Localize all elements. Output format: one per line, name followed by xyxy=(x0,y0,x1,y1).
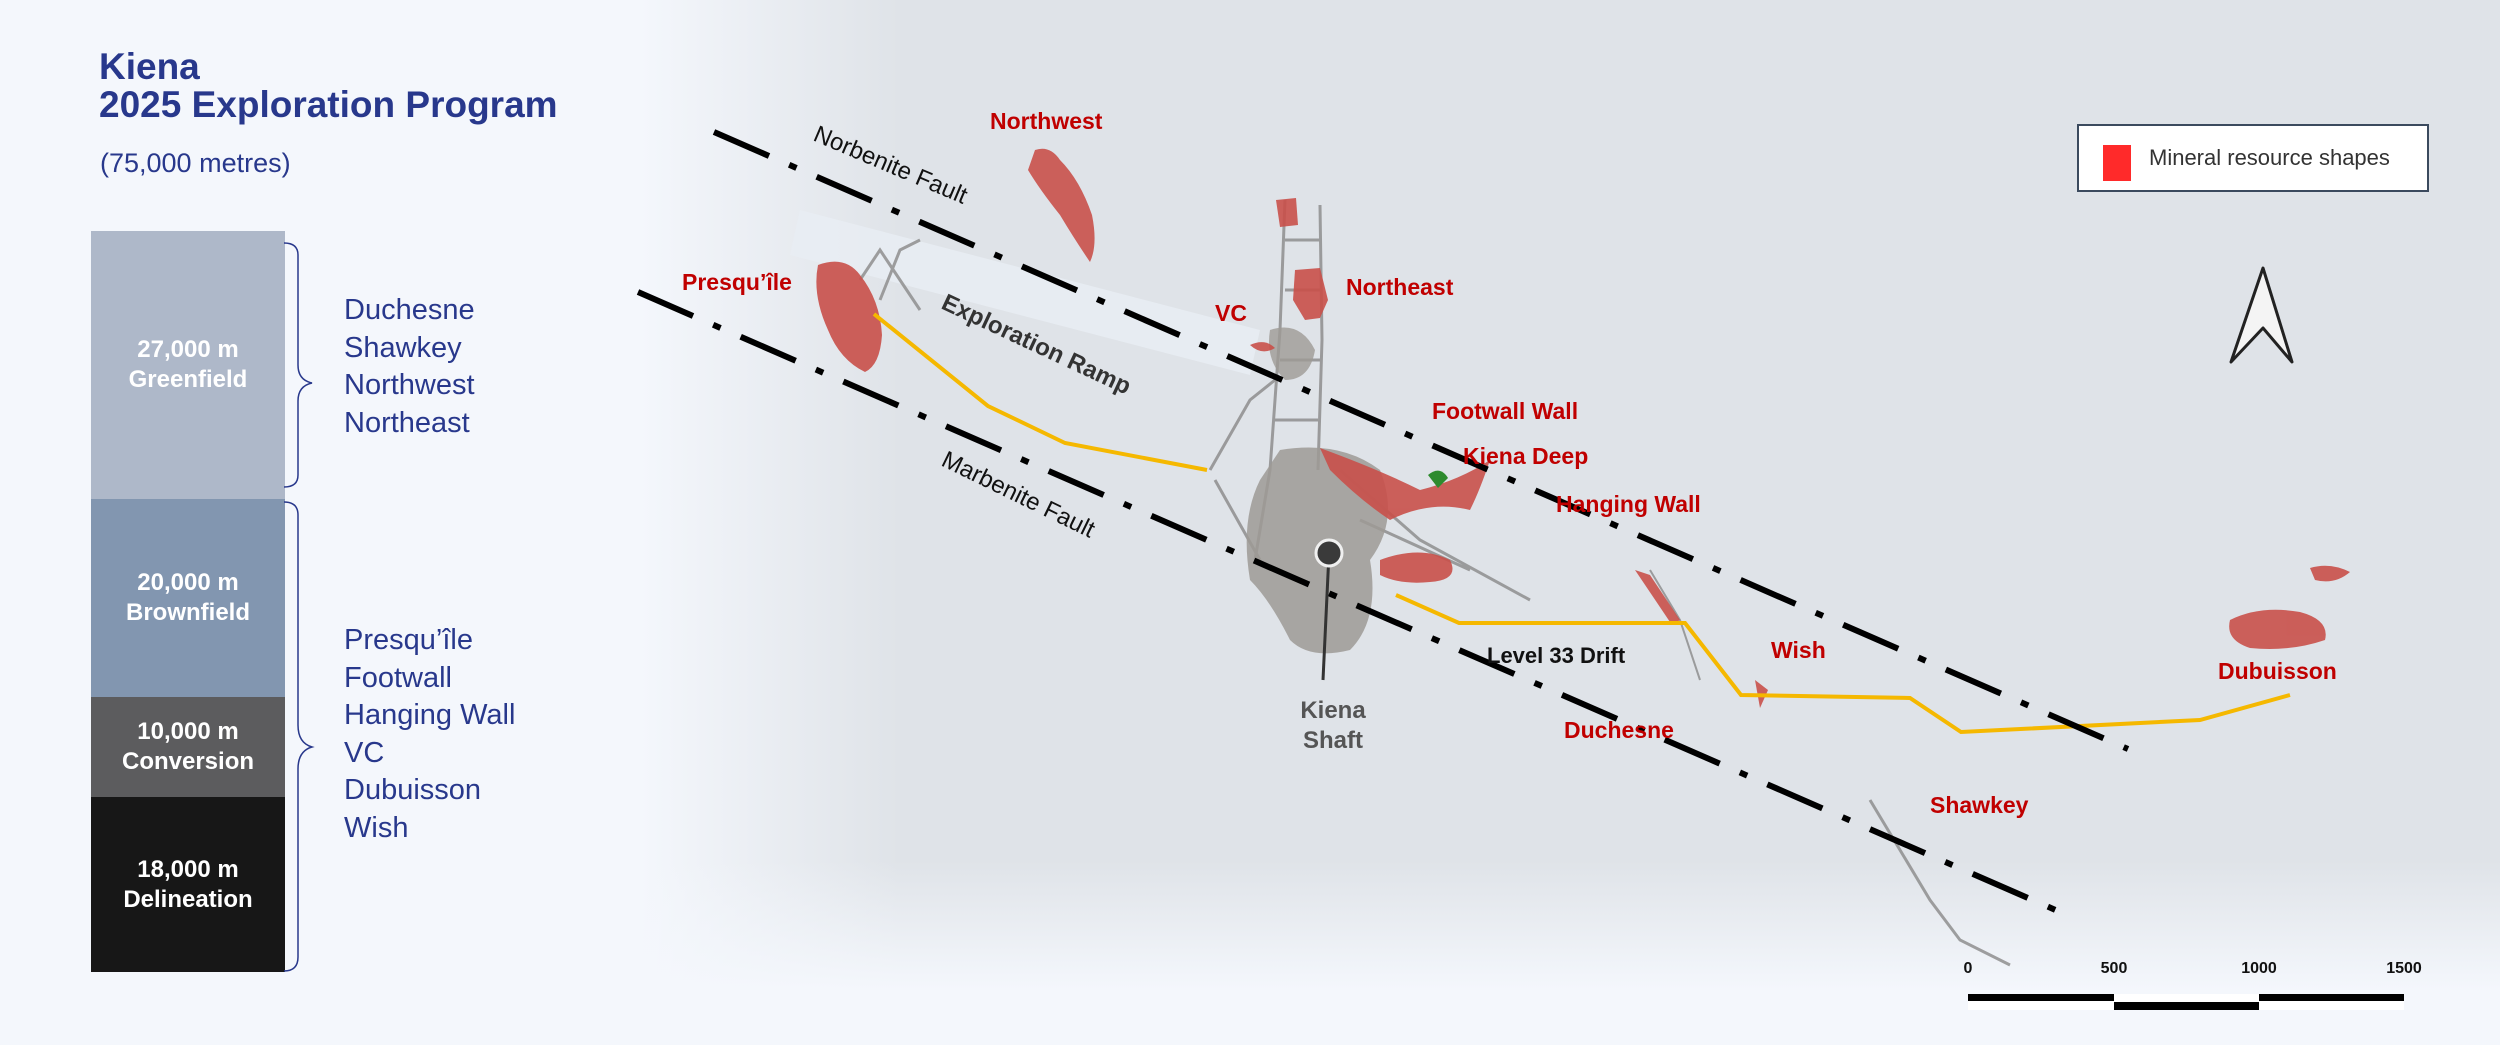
scale-tick-1500: 1500 xyxy=(2386,960,2422,977)
label-hanging-wall: Hanging Wall xyxy=(1556,491,1701,517)
bar-greenfield: 27,000 m Greenfield xyxy=(91,231,285,499)
bar-metres: 18,000 m xyxy=(137,855,239,883)
braces xyxy=(283,242,315,972)
label-presquile: Presqu’île xyxy=(682,269,792,295)
label-northwest: Northwest xyxy=(990,108,1103,134)
page-title: Kiena 2025 Exploration Program xyxy=(99,48,558,124)
bar-delineation: 18,000 m Delineation xyxy=(91,797,285,972)
level-33-drift-line xyxy=(1395,593,2291,735)
label-vc: VC xyxy=(1215,300,1247,326)
greenfield-target-list: Duchesne Shawkey Northwest Northeast xyxy=(344,292,475,442)
label-marbenite-fault: Marbenite Fault xyxy=(937,446,1099,544)
brownfield-target-list: Presqu’île Footwall Hanging Wall VC Dubu… xyxy=(344,622,515,847)
norbenite-fault-line xyxy=(712,129,2130,752)
mineral-resource-shapes xyxy=(816,148,2350,708)
label-wish: Wish xyxy=(1771,637,1826,663)
kiena-shaft-marker xyxy=(1314,538,1344,568)
shape-northeast xyxy=(1293,268,1328,320)
target-item: Presqu’île xyxy=(344,624,473,656)
legend-label: Mineral resource shapes xyxy=(2149,145,2390,170)
label-kiena-deep: Kiena Deep xyxy=(1463,443,1588,469)
label-footwall: Footwall Wall xyxy=(1432,398,1578,424)
shape-presquile xyxy=(816,261,882,372)
label-level-33-drift: Level 33 Drift xyxy=(1487,643,1626,668)
target-item: Wish xyxy=(344,811,409,844)
scale-bar xyxy=(1968,994,2404,1010)
target-item: Northeast xyxy=(344,406,470,439)
shape-dubuisson-north xyxy=(2310,565,2350,582)
bar-category: Conversion xyxy=(121,748,255,775)
title-line-2: 2025 Exploration Program xyxy=(99,84,558,125)
label-kiena-shaft-2: Shaft xyxy=(1303,727,1363,754)
bar-conversion: 10,000 m Conversion xyxy=(91,697,285,797)
shape-northwest xyxy=(1028,148,1095,262)
shaft-leader-line xyxy=(1321,552,1331,681)
shape-hanging-wall xyxy=(1380,552,1453,583)
bar-category: Delineation xyxy=(123,885,253,913)
bar-brownfield: 20,000 m Brownfield xyxy=(91,499,285,697)
brace-greenfield xyxy=(283,242,313,488)
shape-kiena-deep xyxy=(1320,448,1490,520)
target-item: Dubuisson xyxy=(344,774,482,806)
shape-dubuisson xyxy=(2229,609,2326,649)
legend-swatch-icon xyxy=(2103,145,2131,181)
bar-metres: 27,000 m xyxy=(137,336,239,363)
marbenite-fault-line xyxy=(636,289,2069,918)
bar-category: Greenfield xyxy=(128,366,248,393)
label-northeast: Northeast xyxy=(1346,274,1454,300)
target-item: Northwest xyxy=(344,369,475,401)
shape-presquile-top xyxy=(830,271,855,290)
scale-tick-0: 0 xyxy=(1963,960,1973,977)
target-item: Footwall xyxy=(344,661,452,694)
label-dubuisson: Dubuisson xyxy=(2218,658,2337,684)
shape-north-tip xyxy=(1276,198,1298,227)
shape-vc xyxy=(1250,342,1275,352)
exploration-ramp-line xyxy=(872,312,1208,472)
map-legend: Mineral resource shapes xyxy=(2077,124,2429,192)
label-duchesne: Duchesne xyxy=(1564,717,1674,743)
bar-metres: 10,000 m xyxy=(137,718,239,745)
target-item: VC xyxy=(344,736,385,769)
bar-category: Brownfield xyxy=(126,599,250,626)
corridor-highlight xyxy=(790,210,1260,375)
label-norbenite-fault: Norbenite Fault xyxy=(810,121,972,210)
north-arrow-icon xyxy=(2229,266,2294,364)
page-subtitle: (75,000 metres) xyxy=(100,148,291,178)
label-kiena-shaft-1: Kiena xyxy=(1300,697,1366,724)
target-item: Shawkey xyxy=(344,331,462,364)
bar-metres: 20,000 m xyxy=(137,569,239,596)
target-item: Hanging Wall xyxy=(344,699,516,731)
vc-workings xyxy=(1269,327,1315,380)
scale-tick-1000: 1000 xyxy=(2241,960,2277,977)
label-shawkey: Shawkey xyxy=(1930,792,2029,818)
underground-workings xyxy=(858,199,2011,967)
brace-brownfield xyxy=(283,501,315,972)
title-line-1: Kiena xyxy=(99,46,200,87)
target-item: Duchesne xyxy=(344,294,475,326)
shape-footwall xyxy=(1635,570,1680,625)
green-shapes xyxy=(1428,470,1448,488)
scale-tick-500: 500 xyxy=(2100,960,2128,977)
